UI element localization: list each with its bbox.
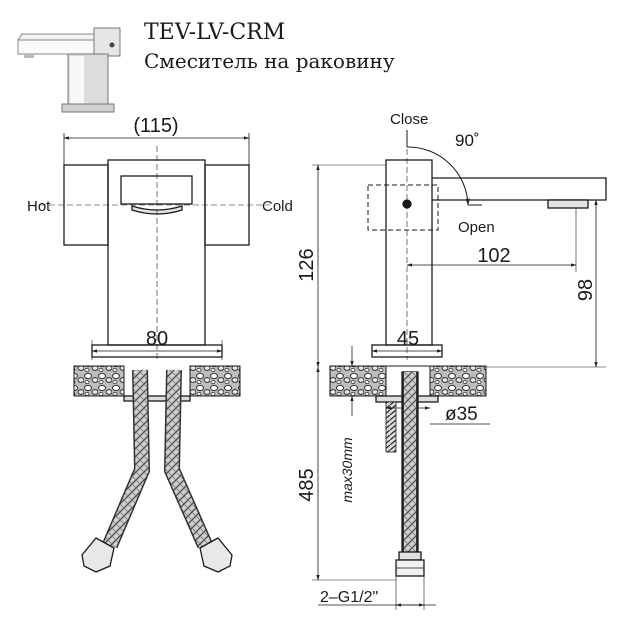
body-height-dimension: 126 (296, 248, 318, 281)
spout-reach-dimension: 102 (477, 245, 510, 267)
side-view (312, 130, 607, 610)
hose-length-dimension: 485 (296, 468, 318, 501)
hot-label: Hot (27, 198, 51, 215)
model-code: TEV-LV-CRM (144, 20, 286, 45)
front-view (40, 133, 270, 573)
overall-width-dimension: (115) (133, 115, 178, 137)
close-label: Close (390, 111, 428, 128)
body-depth-dimension: 45 (397, 328, 419, 350)
base-width-dimension: 80 (146, 328, 168, 350)
hole-diameter-dimension: ø35 (445, 404, 478, 425)
spout-height-dimension: 98 (575, 279, 597, 301)
rotation-angle-label: 90˚ (455, 131, 480, 150)
cold-label: Cold (262, 198, 293, 215)
product-thumbnail (17, 27, 121, 113)
max-thickness-dimension: max30mm (339, 437, 355, 503)
open-label: Open (458, 219, 495, 236)
product-description: Смеситель на раковину (144, 49, 395, 73)
connection-dimension: 2–G1/2" (320, 589, 378, 606)
